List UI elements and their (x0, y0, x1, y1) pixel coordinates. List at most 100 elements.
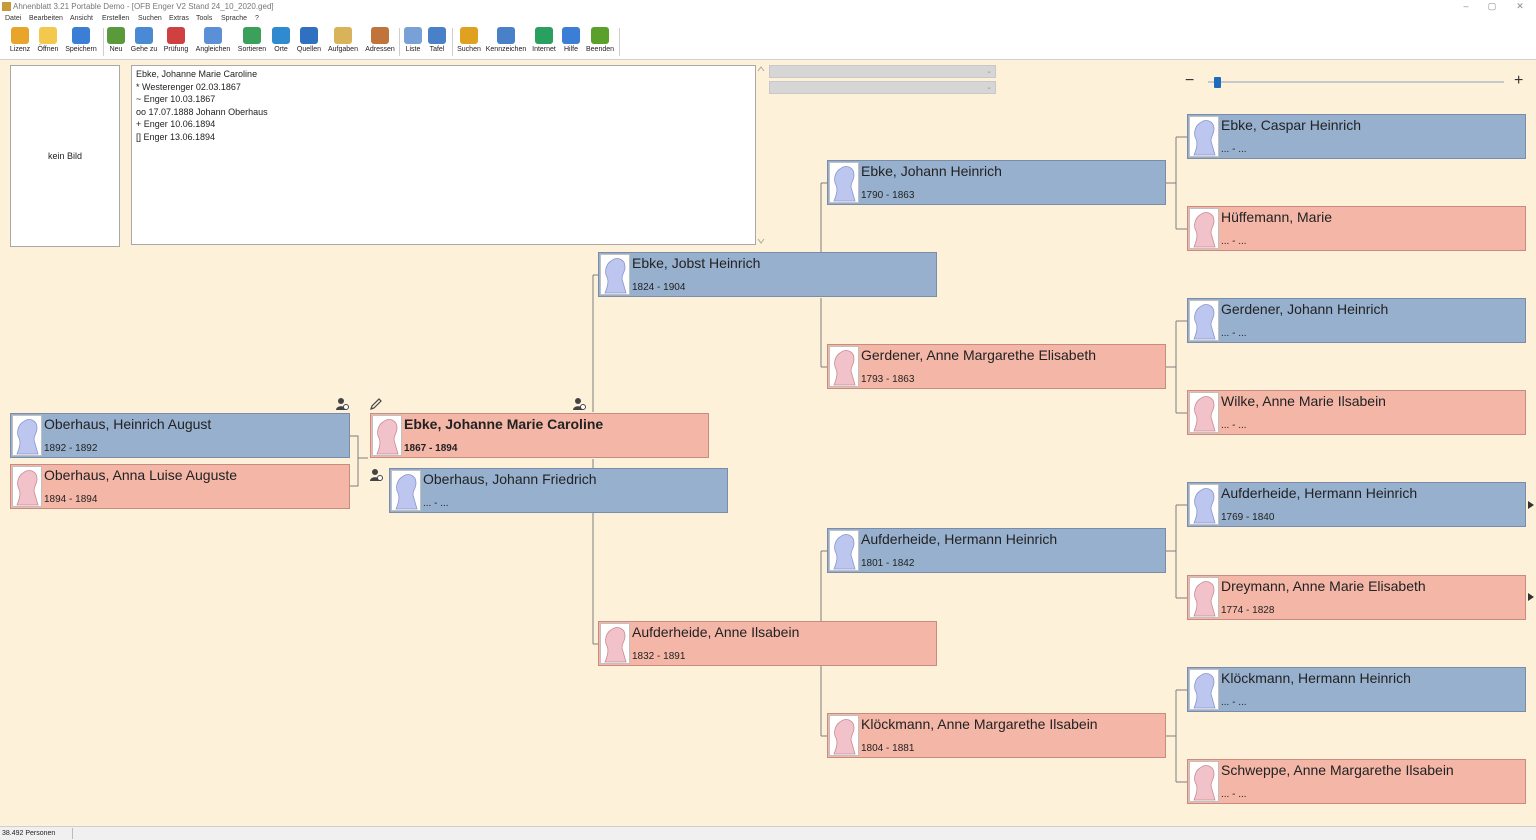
toolbar-separator (452, 28, 453, 56)
info-line: [] Enger 13.06.1894 (136, 131, 216, 142)
person-name: Oberhaus, Heinrich August (44, 416, 212, 432)
sources-button[interactable]: Quellen (294, 26, 324, 57)
zoom-slider-track[interactable] (1208, 81, 1504, 83)
person-card-proband[interactable]: Ebke, Johanne Marie Caroline 1867 - 1894 (370, 413, 709, 458)
person-dates: ... - ... (1221, 789, 1247, 800)
add-spouse-icon[interactable] (369, 468, 383, 482)
person-card-great-grandparent[interactable]: Dreymann, Anne Marie Elisabeth 1774 - 18… (1187, 575, 1526, 620)
search-icon (460, 27, 478, 44)
person-card-great-grandparent[interactable]: Wilke, Anne Marie Ilsabein ... - ... (1187, 390, 1526, 435)
person-dates: ... - ... (1221, 236, 1247, 247)
info-line: Ebke, Johanne Marie Caroline (136, 69, 258, 79)
menu-extras[interactable]: Extras (169, 15, 189, 22)
male-silhouette-icon (1189, 484, 1219, 525)
person-card-child[interactable]: Oberhaus, Anna Luise Auguste 1894 - 1894 (10, 464, 350, 509)
menu-help[interactable]: ? (255, 15, 259, 22)
female-silhouette-icon (1189, 761, 1219, 802)
person-name: Ebke, Johanne Marie Caroline (404, 416, 604, 432)
chevron-down-icon: ⌄ (986, 68, 992, 75)
person-card-grandparent[interactable]: Gerdener, Anne Margarethe Elisabeth 1793… (827, 344, 1166, 389)
person-card-great-grandparent[interactable]: Schweppe, Anne Margarethe Ilsabein ... -… (1187, 759, 1526, 804)
person-card-grandparent[interactable]: Ebke, Johann Heinrich 1790 - 1863 (827, 160, 1166, 205)
female-silhouette-icon (600, 623, 630, 664)
menu-erstellen[interactable]: Erstellen (102, 15, 130, 22)
female-silhouette-icon (1189, 577, 1219, 618)
female-silhouette-icon (829, 715, 859, 756)
person-card-great-grandparent[interactable]: Hüffemann, Marie ... - ... (1187, 206, 1526, 251)
license-button[interactable]: Lizenz (6, 26, 34, 57)
add-parents-icon[interactable] (572, 397, 586, 411)
tree-chart-button[interactable]: Tafel (426, 26, 448, 57)
open-button[interactable]: Öffnen (34, 26, 62, 57)
title-bar: Ahnenblatt 3.21 Portable Demo - [OFB Eng… (0, 0, 1536, 13)
person-card-spouse[interactable]: Oberhaus, Johann Friedrich ... - ... (389, 468, 728, 513)
person-dates: 1894 - 1894 (44, 494, 98, 505)
close-button[interactable]: ✕ (1516, 1, 1524, 11)
male-silhouette-icon (600, 254, 630, 295)
expand-ancestors-arrow-icon[interactable] (1528, 501, 1534, 509)
person-dates: ... - ... (423, 498, 449, 509)
internet-button[interactable]: Internet (529, 26, 559, 57)
license-icon (11, 27, 29, 44)
person-dates: 1790 - 1863 (861, 190, 915, 201)
exit-icon (591, 27, 609, 44)
person-name: Klöckmann, Hermann Heinrich (1221, 670, 1411, 686)
search-button[interactable]: Suchen (455, 26, 483, 57)
menu-tools[interactable]: Tools (196, 15, 213, 22)
info-scrollbar[interactable] (757, 65, 765, 245)
zoom-in-button[interactable]: + (1514, 72, 1524, 89)
person-name: Schweppe, Anne Margarethe Ilsabein (1221, 762, 1454, 778)
person-card-father[interactable]: Ebke, Jobst Heinrich 1824 - 1904 (598, 252, 937, 297)
addresses-button[interactable]: Adressen (363, 26, 397, 57)
menu-suchen[interactable]: Suchen (138, 15, 162, 22)
person-dates: 1801 - 1842 (861, 558, 915, 569)
person-card-great-grandparent[interactable]: Klöckmann, Hermann Heinrich ... - ... (1187, 667, 1526, 712)
window-title: Ahnenblatt 3.21 Portable Demo - [OFB Eng… (13, 2, 274, 11)
go-to-button[interactable]: Gehe zu (129, 26, 159, 57)
male-silhouette-icon (829, 162, 859, 203)
menu-bearbeiten[interactable]: Bearbeiten (29, 15, 63, 22)
exit-button[interactable]: Beenden (584, 26, 616, 57)
places-button[interactable]: Orte (270, 26, 292, 57)
toolbar-separator (103, 28, 104, 56)
person-card-grandparent[interactable]: Aufderheide, Hermann Heinrich 1801 - 184… (827, 528, 1166, 573)
zoom-out-button[interactable]: − (1185, 72, 1195, 89)
person-card-grandparent[interactable]: Klöckmann, Anne Margarethe Ilsabein 1804… (827, 713, 1166, 758)
edit-pencil-icon[interactable] (369, 397, 383, 411)
person-card-great-grandparent[interactable]: Aufderheide, Hermann Heinrich 1769 - 184… (1187, 482, 1526, 527)
new-person-button[interactable]: Neu (105, 26, 127, 57)
save-button[interactable]: Speichern (63, 26, 99, 57)
person-card-great-grandparent[interactable]: Ebke, Caspar Heinrich ... - ... (1187, 114, 1526, 159)
marker-button[interactable]: Kennzeichen (485, 26, 527, 57)
maximize-button[interactable]: ▢ (1487, 1, 1497, 11)
person-dates: 1824 - 1904 (632, 282, 686, 293)
minimize-button[interactable]: – (1463, 1, 1469, 11)
menu-ansicht[interactable]: Ansicht (70, 15, 93, 22)
person-dates: 1832 - 1891 (632, 651, 686, 662)
merge-button[interactable]: Angleichen (193, 26, 233, 57)
photo-placeholder[interactable]: kein Bild (10, 65, 120, 247)
expand-ancestors-arrow-icon[interactable] (1528, 593, 1534, 601)
new-person-icon (107, 27, 125, 44)
person-card-child[interactable]: Oberhaus, Heinrich August 1892 - 1892 (10, 413, 350, 458)
filter-dropdown-2[interactable]: ⌄ (769, 81, 996, 94)
sort-button[interactable]: Sortieren (236, 26, 268, 57)
add-child-icon[interactable] (335, 397, 349, 411)
person-info-panel[interactable]: Ebke, Johanne Marie Caroline * Westereng… (131, 65, 756, 245)
sort-icon (243, 27, 261, 44)
person-name: Klöckmann, Anne Margarethe Ilsabein (861, 716, 1098, 732)
tasks-button[interactable]: Aufgaben (326, 26, 360, 57)
person-card-mother[interactable]: Aufderheide, Anne Ilsabein 1832 - 1891 (598, 621, 937, 666)
filter-dropdown-1[interactable]: ⌄ (769, 65, 996, 78)
save-icon (72, 27, 90, 44)
info-line: ~ Enger 10.03.1867 (136, 94, 216, 105)
menu-sprache[interactable]: Sprache (221, 15, 248, 22)
check-button[interactable]: Prüfung (161, 26, 191, 57)
zoom-slider-thumb[interactable] (1213, 77, 1221, 88)
menu-datei[interactable]: Datei (5, 15, 22, 22)
female-silhouette-icon (829, 346, 859, 387)
list-button[interactable]: Liste (402, 26, 424, 57)
help-button[interactable]: Hilfe (561, 26, 581, 57)
person-card-great-grandparent[interactable]: Gerdener, Johann Heinrich ... - ... (1187, 298, 1526, 343)
female-silhouette-icon (12, 466, 42, 507)
